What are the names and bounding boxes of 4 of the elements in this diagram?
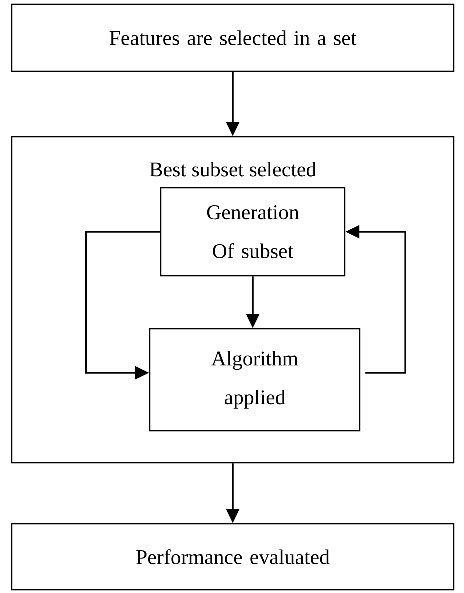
process-box: Performance evaluated	[11, 523, 455, 591]
process-box: Algorithm applied	[149, 328, 361, 432]
process-box: Features are selected in a set	[11, 4, 455, 72]
process-box: Generation Of subset	[160, 187, 346, 277]
